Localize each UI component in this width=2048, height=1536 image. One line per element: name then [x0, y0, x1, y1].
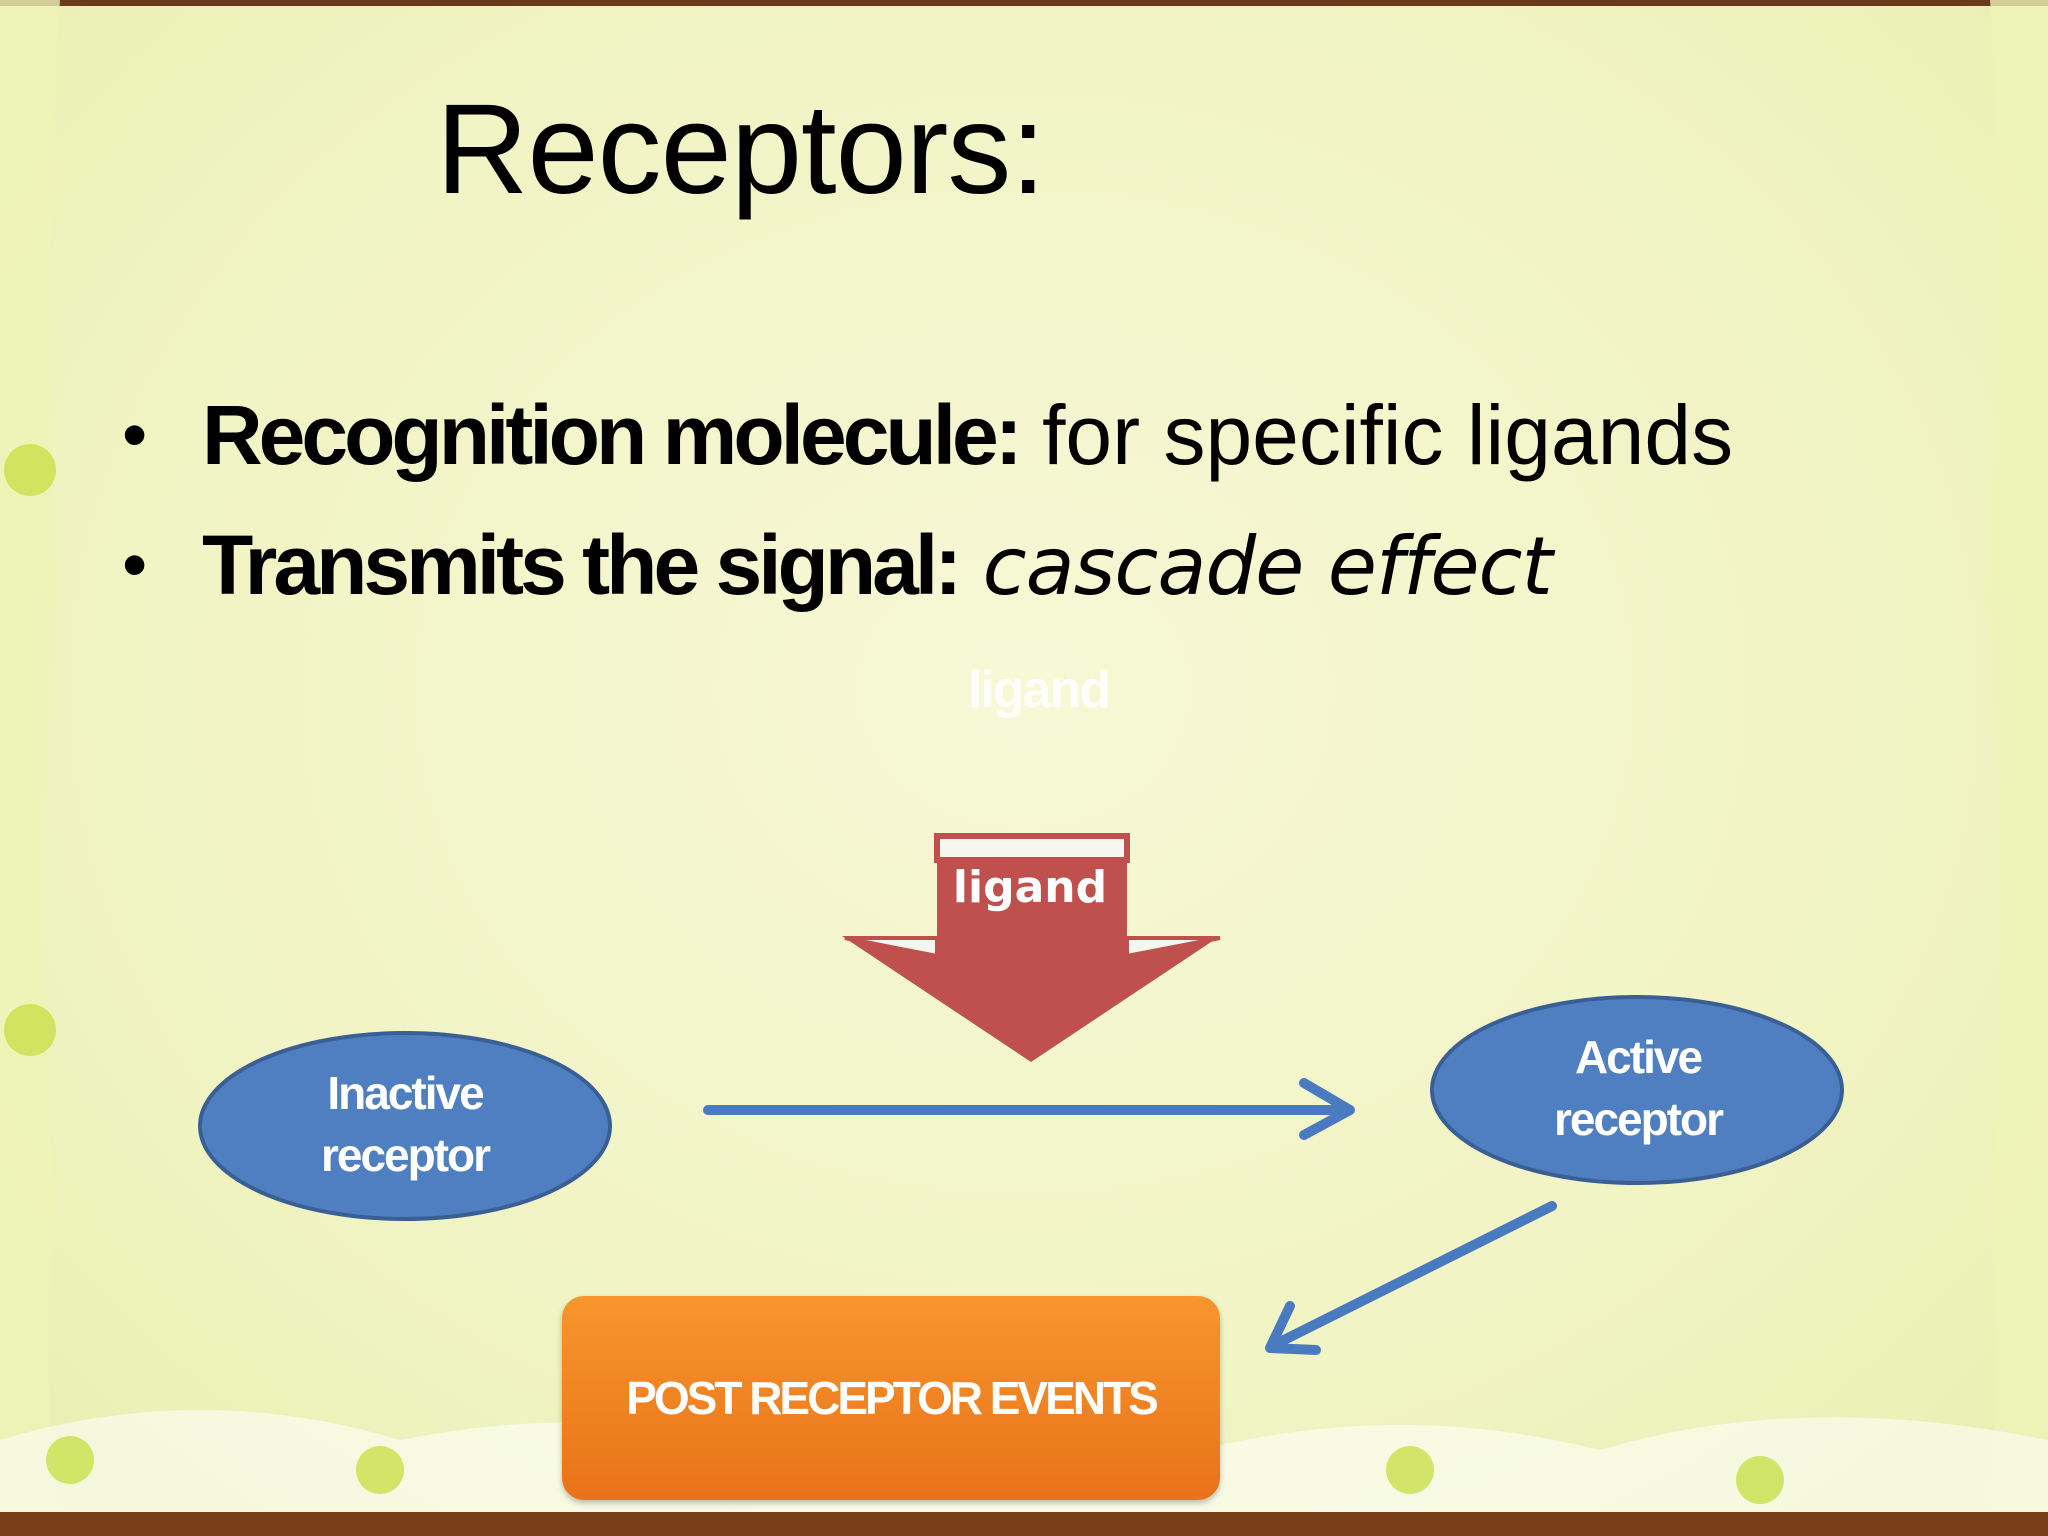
bullet-rest-text: for specific ligands	[1018, 388, 1734, 482]
bullet-item: • Recognition molecule: for specific lig…	[122, 370, 1733, 500]
post-receptor-events-label: POST RECEPTOR EVENTS	[626, 1372, 1159, 1424]
bullet-bold-text: Recognition molecule:	[202, 388, 1023, 482]
inactive-receptor-ellipse	[198, 1031, 612, 1221]
bullet-glyph: •	[122, 395, 148, 475]
active-receptor-line2: receptor	[1553, 1093, 1724, 1145]
bullet-glyph: •	[122, 525, 148, 605]
signal-arrow	[1265, 1201, 1557, 1355]
active-receptor-label: Active receptor	[1432, 1026, 1844, 1150]
active-receptor-ellipse	[1430, 995, 1844, 1185]
ligand-label: ligand	[952, 862, 1108, 913]
inactive-receptor-line2: receptor	[320, 1129, 491, 1181]
post-receptor-events-box: POST RECEPTOR EVENTS	[562, 1296, 1220, 1500]
faded-ligand-label: ligand	[968, 661, 1111, 719]
inactive-receptor-label: Inactive receptor	[200, 1062, 610, 1186]
activation-arrow	[703, 1078, 1355, 1140]
bullet-bold-text: Transmits the signal:	[202, 518, 962, 612]
bullet-list: • Recognition molecule: for specific lig…	[122, 370, 1733, 632]
bullet-rest-text: cascade effect	[958, 520, 1553, 613]
bullet-item: • Transmits the signal: cascade effect	[122, 500, 1733, 632]
inactive-receptor-line1: Inactive	[327, 1067, 484, 1119]
active-receptor-line1: Active	[1574, 1031, 1703, 1083]
slide-title: Receptors:	[436, 78, 1046, 221]
ligand-arrow	[842, 833, 1221, 1062]
